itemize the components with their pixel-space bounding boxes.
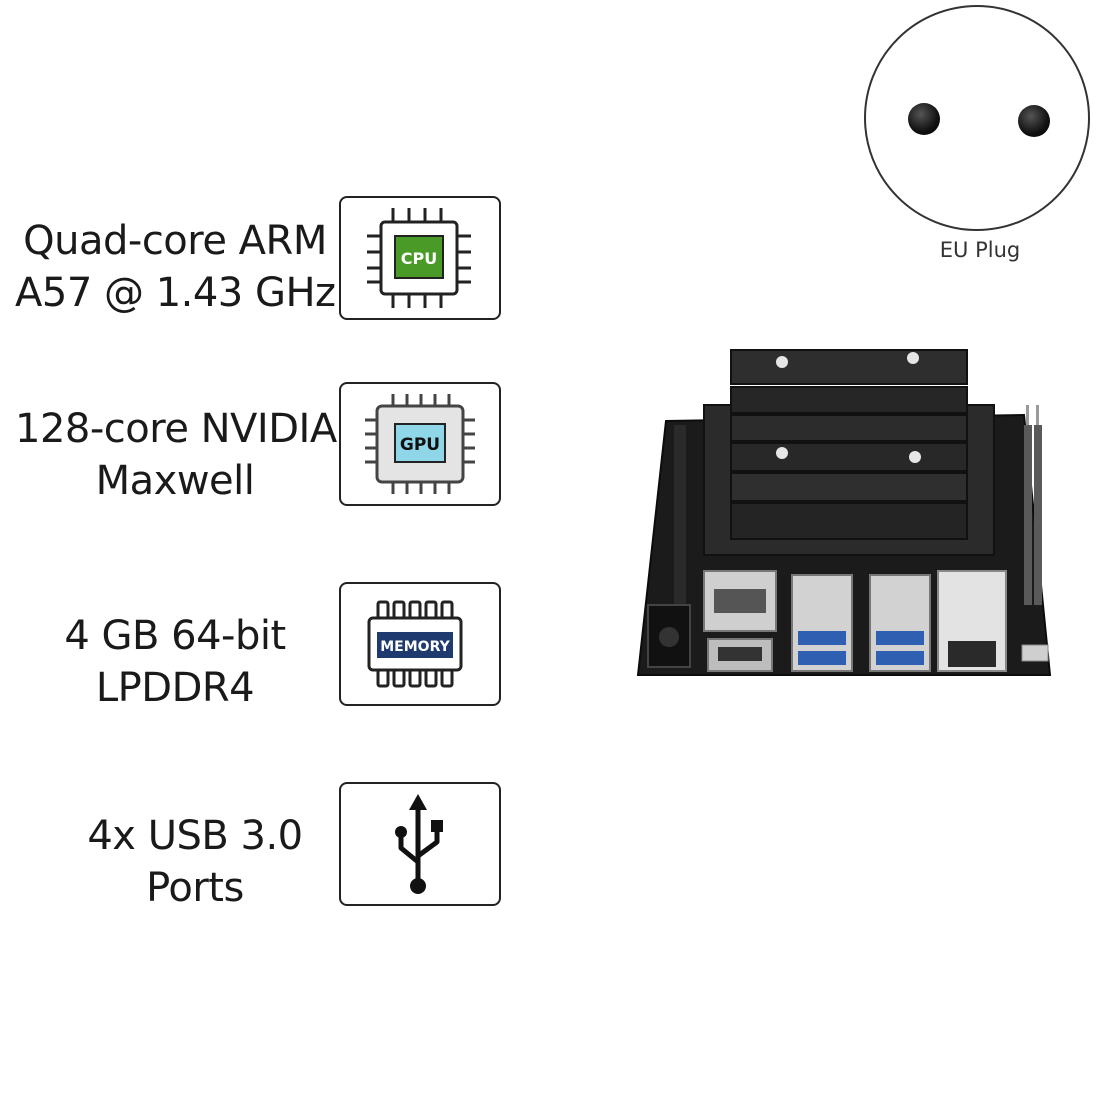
- spec-cpu-line2: A57 @ 1.43 GHz: [15, 270, 336, 316]
- spec-memory-text: 4 GB 64-bit LPDDR4: [15, 610, 335, 714]
- cpu-icon: CPU: [367, 208, 471, 308]
- spec-gpu-text: 128-core NVIDIA Maxwell: [15, 403, 337, 507]
- spec-usb-text: 4x USB 3.0 Ports: [60, 810, 330, 914]
- spec-memory-line2: LPDDR4: [95, 665, 255, 711]
- cpu-icon-box: CPU: [339, 196, 501, 320]
- plug-pin-right: [1018, 105, 1050, 137]
- spec-gpu-line1: 128-core NVIDIA: [15, 406, 337, 452]
- memory-icon-label: MEMORY: [380, 639, 450, 655]
- eu-plug-label: EU Plug: [939, 238, 1021, 262]
- spec-cpu-line1: Quad-core ARM: [23, 218, 327, 264]
- spec-gpu-line2: Maxwell: [95, 458, 255, 504]
- gpu-icon-label: GPU: [400, 435, 440, 455]
- gpu-icon-box: GPU: [339, 382, 501, 506]
- usb-icon: [395, 794, 443, 894]
- spec-usb-line2: Ports: [146, 865, 244, 911]
- plug-pin-left: [908, 103, 940, 135]
- developer-board-image: [636, 349, 1052, 676]
- spec-cpu-text: Quad-core ARM A57 @ 1.43 GHz: [15, 215, 336, 319]
- spec-memory-line1: 4 GB 64-bit: [64, 613, 286, 659]
- gpu-icon: GPU: [365, 394, 475, 494]
- cpu-icon-label: CPU: [401, 249, 437, 268]
- eu-plug-icon: [864, 5, 1090, 231]
- memory-icon: MEMORY: [367, 600, 463, 688]
- memory-icon-box: MEMORY: [339, 582, 501, 706]
- spec-usb-line1: 4x USB 3.0: [87, 813, 303, 859]
- usb-icon-box: [339, 782, 501, 906]
